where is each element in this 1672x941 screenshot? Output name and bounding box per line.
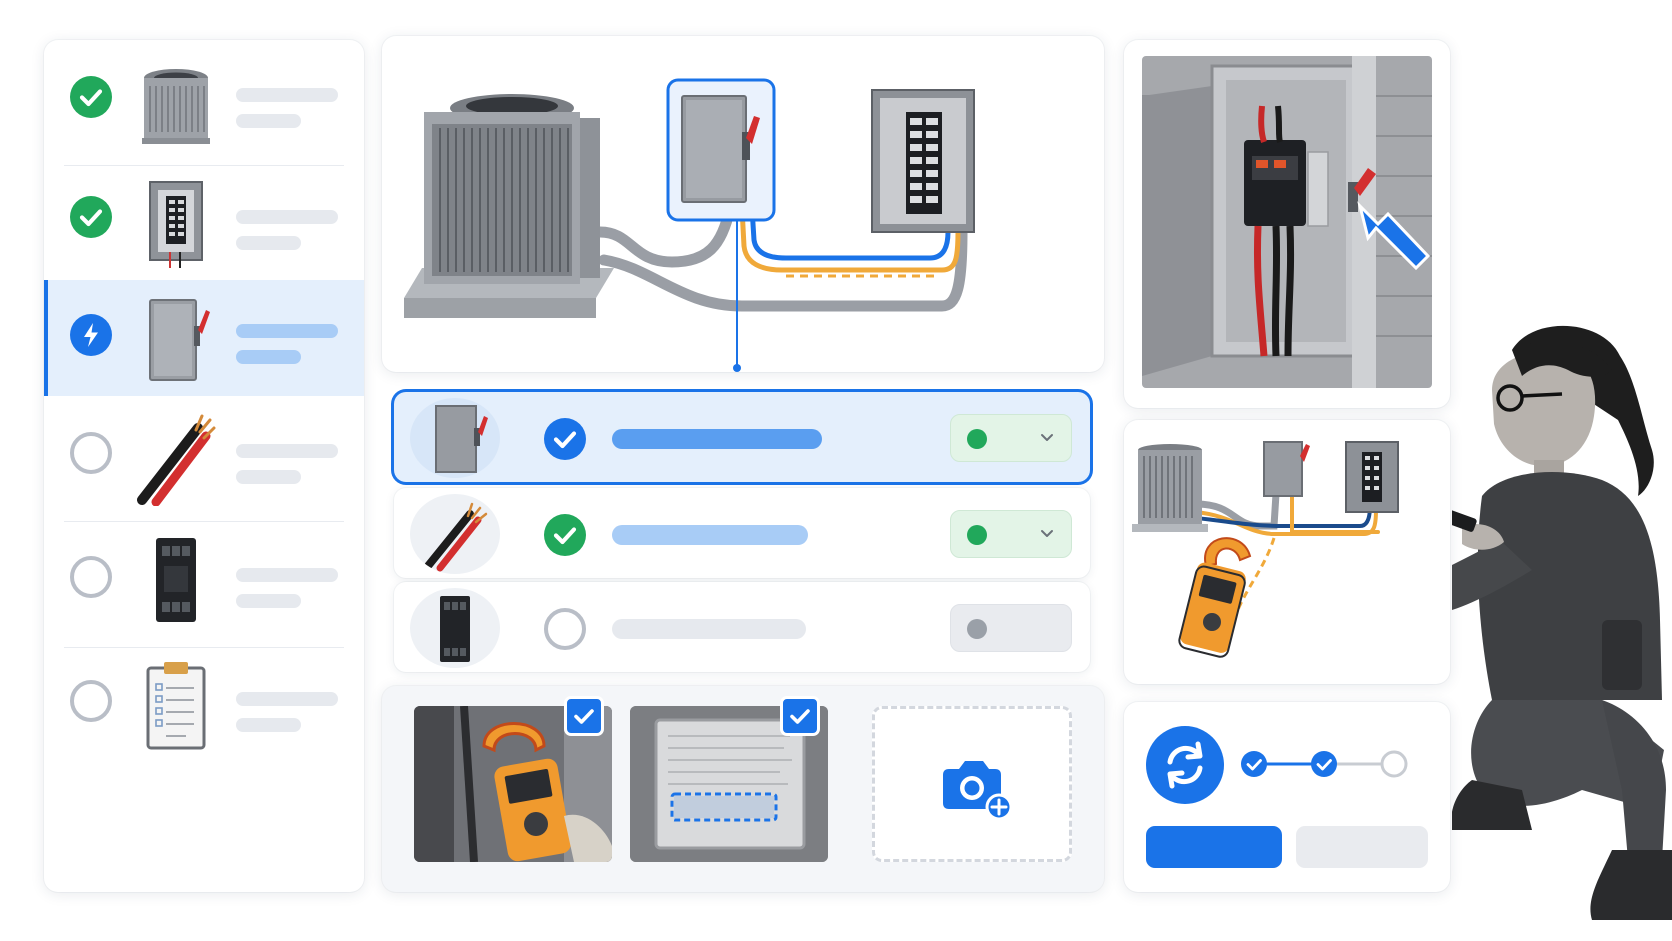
checklist-step-wiring[interactable]	[44, 396, 364, 522]
clamp-meter-icon	[1178, 537, 1252, 658]
status-dropdown[interactable]	[950, 510, 1072, 558]
progress-step-complete	[1241, 751, 1267, 777]
component-label-placeholder	[612, 619, 806, 639]
component-thumbnail	[410, 588, 500, 668]
step-text-placeholder	[236, 210, 338, 250]
wiring-diagram-canvas	[404, 78, 975, 372]
check-icon[interactable]	[544, 418, 586, 460]
breaker-panel-icon	[149, 181, 203, 268]
component-row-disconnect[interactable]	[394, 392, 1090, 482]
technician-illustration	[1452, 325, 1672, 920]
secondary-action-button[interactable]	[1296, 826, 1428, 868]
progress-step-complete	[1311, 751, 1337, 777]
add-photo-button[interactable]	[872, 706, 1072, 862]
condenser-unit-diagram[interactable]	[404, 94, 614, 318]
status-dot	[967, 619, 987, 639]
nameplate-photo	[630, 706, 828, 862]
component-thumbnail	[410, 494, 500, 574]
check-icon	[70, 196, 112, 238]
empty-circle-icon	[70, 556, 112, 598]
progress-step-pending	[1380, 750, 1408, 778]
step-text-placeholder	[236, 444, 338, 484]
progress-stepper	[1241, 750, 1408, 778]
checklist-step-contactor[interactable]	[44, 522, 364, 648]
status-dot	[967, 429, 987, 449]
wire-bundle-icon	[137, 414, 216, 506]
meter-connection-diagram	[1124, 420, 1450, 684]
empty-circle-icon	[70, 680, 112, 722]
step-text-placeholder	[236, 88, 338, 128]
disconnect-mini-icon	[1263, 441, 1310, 497]
status-dropdown[interactable]	[950, 414, 1072, 462]
disconnect-switch-icon	[435, 405, 488, 473]
status-dropdown[interactable]	[950, 604, 1072, 652]
photo-nameplate[interactable]	[630, 706, 828, 862]
disconnect-switch-icon	[149, 299, 210, 381]
lightning-icon	[70, 314, 112, 356]
check-icon	[70, 76, 112, 118]
empty-circle-icon	[70, 432, 112, 474]
checklist-step-report[interactable]	[44, 648, 364, 774]
checklist-step-condenser[interactable]	[44, 40, 364, 166]
disconnect-photo[interactable]	[1142, 56, 1432, 388]
chevron-down-icon	[1041, 530, 1053, 537]
component-row-wiring[interactable]	[394, 488, 1090, 578]
checklist-step-breaker-panel[interactable]	[44, 166, 364, 292]
sync-icon	[1167, 741, 1203, 789]
clipboard-icon	[146, 662, 206, 750]
empty-circle-icon[interactable]	[544, 608, 586, 650]
component-label-placeholder	[612, 429, 822, 449]
component-thumbnail	[410, 398, 500, 478]
primary-action-button[interactable]	[1146, 826, 1282, 868]
photo-selected-checkbox[interactable]	[564, 696, 604, 736]
photo-evidence-panel	[382, 686, 1104, 892]
status-dot	[967, 525, 987, 545]
contactor-icon	[156, 538, 196, 622]
condenser-unit-icon	[142, 69, 210, 144]
step-text-placeholder	[236, 692, 338, 732]
sync-button[interactable]	[1146, 726, 1224, 804]
step-text-placeholder	[236, 568, 338, 608]
breaker-panel-mini-icon	[1345, 441, 1399, 513]
chevron-down-icon	[1041, 434, 1053, 441]
wire-bundle-icon	[424, 502, 488, 572]
disconnect-switch-diagram[interactable]	[666, 78, 776, 222]
meter-diagram-canvas	[1132, 441, 1399, 658]
camera-plus-icon	[943, 761, 1013, 821]
inspection-checklist	[44, 40, 364, 892]
step-text-placeholder	[236, 324, 338, 364]
check-icon[interactable]	[544, 514, 586, 556]
reference-photo-panel	[1124, 40, 1450, 408]
wiring-diagram	[382, 36, 1104, 372]
photo-selected-checkbox[interactable]	[780, 696, 820, 736]
checklist-step-disconnect[interactable]	[44, 280, 364, 396]
contactor-icon	[440, 596, 470, 662]
breaker-panel-diagram[interactable]	[871, 89, 975, 233]
condenser-mini-icon	[1132, 444, 1208, 532]
sync-progress-panel	[1124, 702, 1450, 892]
component-row-contactor[interactable]	[394, 582, 1090, 672]
component-label-placeholder	[612, 525, 808, 545]
